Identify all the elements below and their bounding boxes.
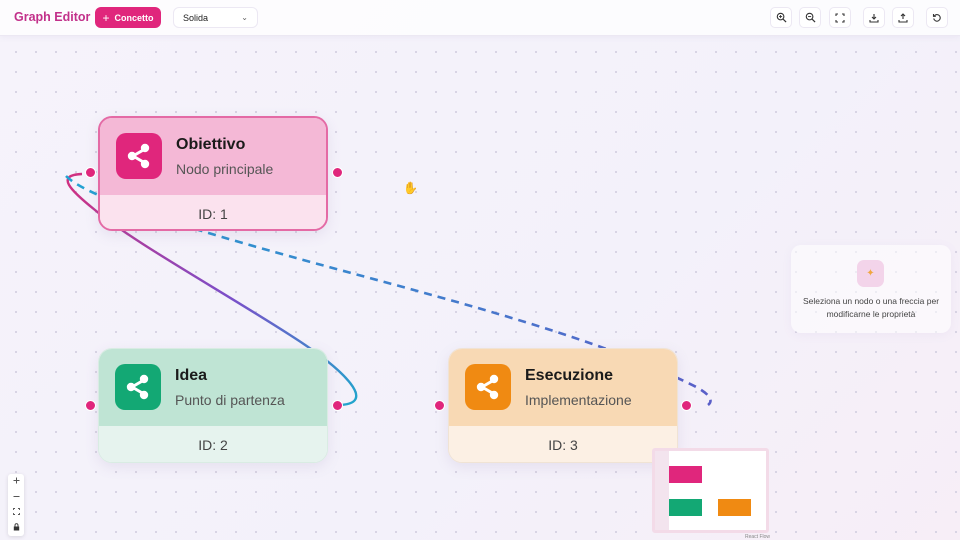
node-title: Obiettivo [176, 136, 246, 153]
zoom-out-icon [805, 12, 816, 23]
node-idea[interactable]: Idea Punto di partenza ID: 2 [98, 348, 328, 463]
node-obiettivo[interactable]: Obiettivo Nodo principale ID: 1 [98, 116, 328, 231]
node-id: ID: 1 [100, 195, 326, 229]
edge-style-select[interactable]: Solida ⌄ [173, 7, 258, 28]
fit-view-icon [835, 12, 845, 23]
reset-icon [932, 13, 941, 22]
share-icon [126, 374, 149, 400]
panel-message: Seleziona un nodo o una freccia per modi… [802, 296, 940, 319]
node-badge [115, 364, 161, 410]
node-badge [465, 364, 511, 410]
node-header: Idea Punto di partenza [99, 349, 327, 426]
download-button[interactable] [863, 7, 885, 28]
edge-style-value: Solida [183, 12, 209, 23]
node-title: Idea [175, 367, 208, 384]
plus-icon [13, 477, 19, 484]
zoom-out-control[interactable] [8, 490, 24, 505]
upload-icon [898, 12, 908, 23]
node-subtitle: Nodo principale [176, 161, 274, 177]
zoom-in-button[interactable] [770, 7, 792, 28]
fit-view-icon [12, 508, 20, 516]
share-icon [476, 374, 499, 400]
lock-control[interactable] [8, 521, 24, 536]
node-3-source-handle[interactable] [681, 400, 692, 411]
minimap-node [669, 466, 702, 483]
node-id: ID: 3 [449, 426, 677, 462]
plus-icon: + [102, 10, 110, 25]
add-concept-button[interactable]: + Concetto [95, 7, 161, 28]
attribution[interactable]: React Flow [745, 534, 771, 540]
lock-icon [13, 523, 19, 531]
upload-button[interactable] [892, 7, 914, 28]
chevron-down-icon: ⌄ [241, 13, 248, 22]
node-1-target-handle[interactable] [85, 167, 96, 178]
reset-button[interactable] [926, 7, 948, 28]
zoom-out-button[interactable] [799, 7, 821, 28]
fit-view-control[interactable] [8, 505, 24, 520]
grab-cursor-icon: ✋ [403, 181, 418, 195]
node-1-source-handle[interactable] [332, 167, 343, 178]
minimap[interactable] [652, 448, 769, 533]
sparkle-icon: ✦ [857, 260, 884, 287]
minus-icon [13, 495, 19, 497]
zoom-in-icon [776, 12, 787, 23]
fit-view-button[interactable] [829, 7, 851, 28]
node-header: Obiettivo Nodo principale [100, 118, 326, 195]
add-concept-label: Concetto [114, 12, 154, 23]
node-2-target-handle[interactable] [85, 400, 96, 411]
node-subtitle: Implementazione [525, 392, 632, 408]
minimap-viewport[interactable] [655, 451, 669, 530]
top-toolbar: Graph Editor + Concetto Solida ⌄ [0, 0, 960, 36]
download-icon [869, 13, 879, 23]
node-esecuzione[interactable]: Esecuzione Implementazione ID: 3 [448, 348, 678, 463]
properties-panel: ✦ Seleziona un nodo o una freccia per mo… [791, 245, 951, 333]
node-header: Esecuzione Implementazione [449, 349, 677, 426]
share-icon [127, 143, 150, 169]
zoom-in-control[interactable] [8, 474, 24, 489]
canvas-controls [8, 474, 24, 536]
node-badge [116, 133, 162, 179]
node-3-target-handle[interactable] [434, 400, 445, 411]
minimap-node [669, 499, 702, 516]
node-id: ID: 2 [99, 426, 327, 462]
node-subtitle: Punto di partenza [175, 392, 285, 408]
node-2-source-handle[interactable] [332, 400, 343, 411]
minimap-node [718, 499, 751, 516]
node-title: Esecuzione [525, 367, 614, 384]
app-title: Graph Editor [14, 10, 91, 24]
